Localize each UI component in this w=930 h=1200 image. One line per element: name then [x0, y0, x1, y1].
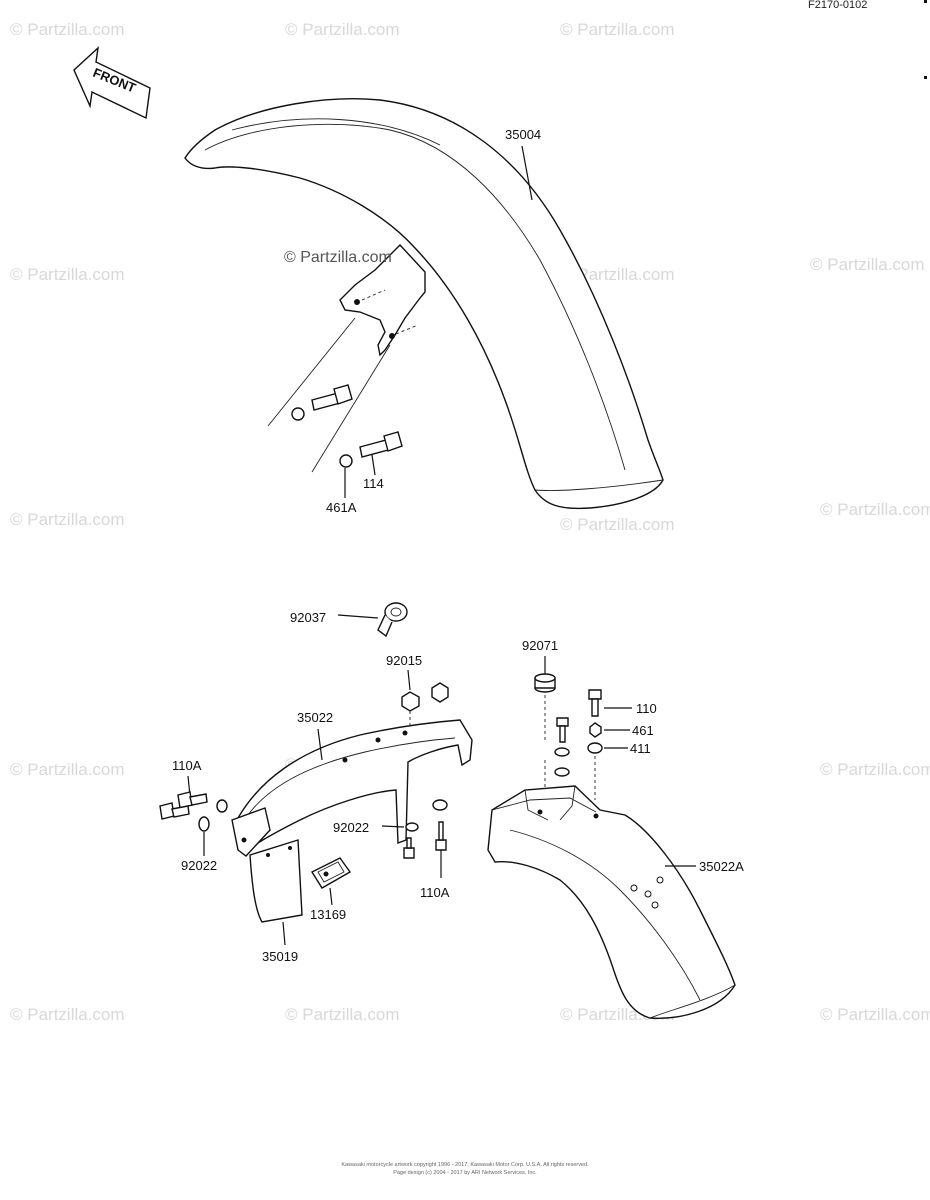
leader-line — [521, 145, 533, 201]
part-label-92015: 92015 — [386, 653, 422, 668]
inner-rear-fender-35022 — [231, 719, 473, 857]
watermark: © Partzilla.com — [820, 1005, 930, 1024]
watermark: © Partzilla.com — [560, 515, 675, 534]
bolt-110A-left — [159, 791, 228, 832]
part-label-110A-top: 110A — [172, 758, 202, 773]
watermark: © Partzilla.com — [560, 20, 675, 39]
leader-line — [337, 614, 379, 619]
leader-line — [371, 454, 376, 476]
watermark: © Partzilla.com — [10, 265, 125, 284]
part-label-92022-mid: 92022 — [333, 820, 369, 835]
plate-13169 — [310, 857, 352, 889]
watermark: © Partzilla.com — [10, 760, 125, 779]
corner-mark — [924, 0, 927, 3]
watermark: © Partzilla.com — [10, 20, 125, 39]
front-fender — [184, 98, 664, 510]
leader-line — [407, 669, 411, 691]
watermark: © Partzilla.com — [10, 1005, 125, 1024]
washer — [432, 799, 448, 811]
part-label-35019: 35019 — [262, 949, 298, 964]
watermark: © Partzilla.com — [285, 1005, 400, 1024]
part-label-114: 114 — [363, 476, 384, 491]
diagram-code: F2170-0102 — [808, 0, 867, 11]
footer-page-design: Page design (c) 2004 - 2017 by ARI Netwo… — [393, 1170, 537, 1176]
leader-line — [317, 728, 323, 761]
grommet-92071 — [534, 673, 556, 693]
watermark: © Partzilla.com — [820, 760, 930, 779]
part-label-411: 411 — [630, 741, 651, 756]
part-label-92071: 92071 — [522, 638, 558, 653]
part-label-110: 110 — [636, 701, 657, 716]
cable-clamp-92037 — [377, 602, 408, 638]
watermark: © Partzilla.com — [285, 20, 400, 39]
bolt-110A-lower-left — [403, 837, 415, 859]
part-label-92037: 92037 — [290, 610, 326, 625]
watermark: © Partzilla.com — [560, 265, 675, 284]
part-label-35022A: 35022A — [699, 859, 744, 874]
part-label-35004: 35004 — [505, 127, 541, 142]
footer-copyright: Kawasaki motorcycle artwork copyright 19… — [341, 1162, 589, 1168]
bolt-110 — [588, 689, 602, 717]
watermark: © Partzilla.com — [810, 255, 925, 274]
leader-line — [381, 825, 405, 828]
mud-flap-35019 — [249, 839, 303, 923]
washer-411 — [587, 742, 603, 754]
watermark: © Partzilla.com — [10, 510, 125, 529]
front-bolt-upper — [267, 317, 356, 427]
leader-line — [329, 887, 333, 906]
washer-92022 — [405, 822, 419, 832]
part-label-461: 461 — [632, 723, 654, 738]
part-label-13169: 13169 — [310, 907, 346, 922]
part-label-35022: 35022 — [297, 710, 333, 725]
front-bolt-lower — [311, 344, 403, 473]
part-label-110A-bottom: 110A — [420, 885, 450, 900]
front-arrow-icon: FRONT — [73, 46, 151, 120]
center-watermark: © Partzilla.com — [284, 249, 392, 266]
nut-92015 — [401, 691, 420, 712]
watermark: © Partzilla.com — [820, 500, 930, 519]
rear-fender-35022A — [487, 785, 736, 1019]
leader-line — [282, 921, 286, 946]
part-label-92022-left: 92022 — [181, 858, 217, 873]
bolt-stack-center — [554, 717, 570, 777]
corner-mark — [924, 76, 927, 79]
nut-92015 — [431, 682, 449, 703]
part-label-461A: 461A — [326, 500, 357, 515]
bolt-110A-lower-right — [435, 821, 447, 851]
washer-461 — [589, 722, 602, 738]
